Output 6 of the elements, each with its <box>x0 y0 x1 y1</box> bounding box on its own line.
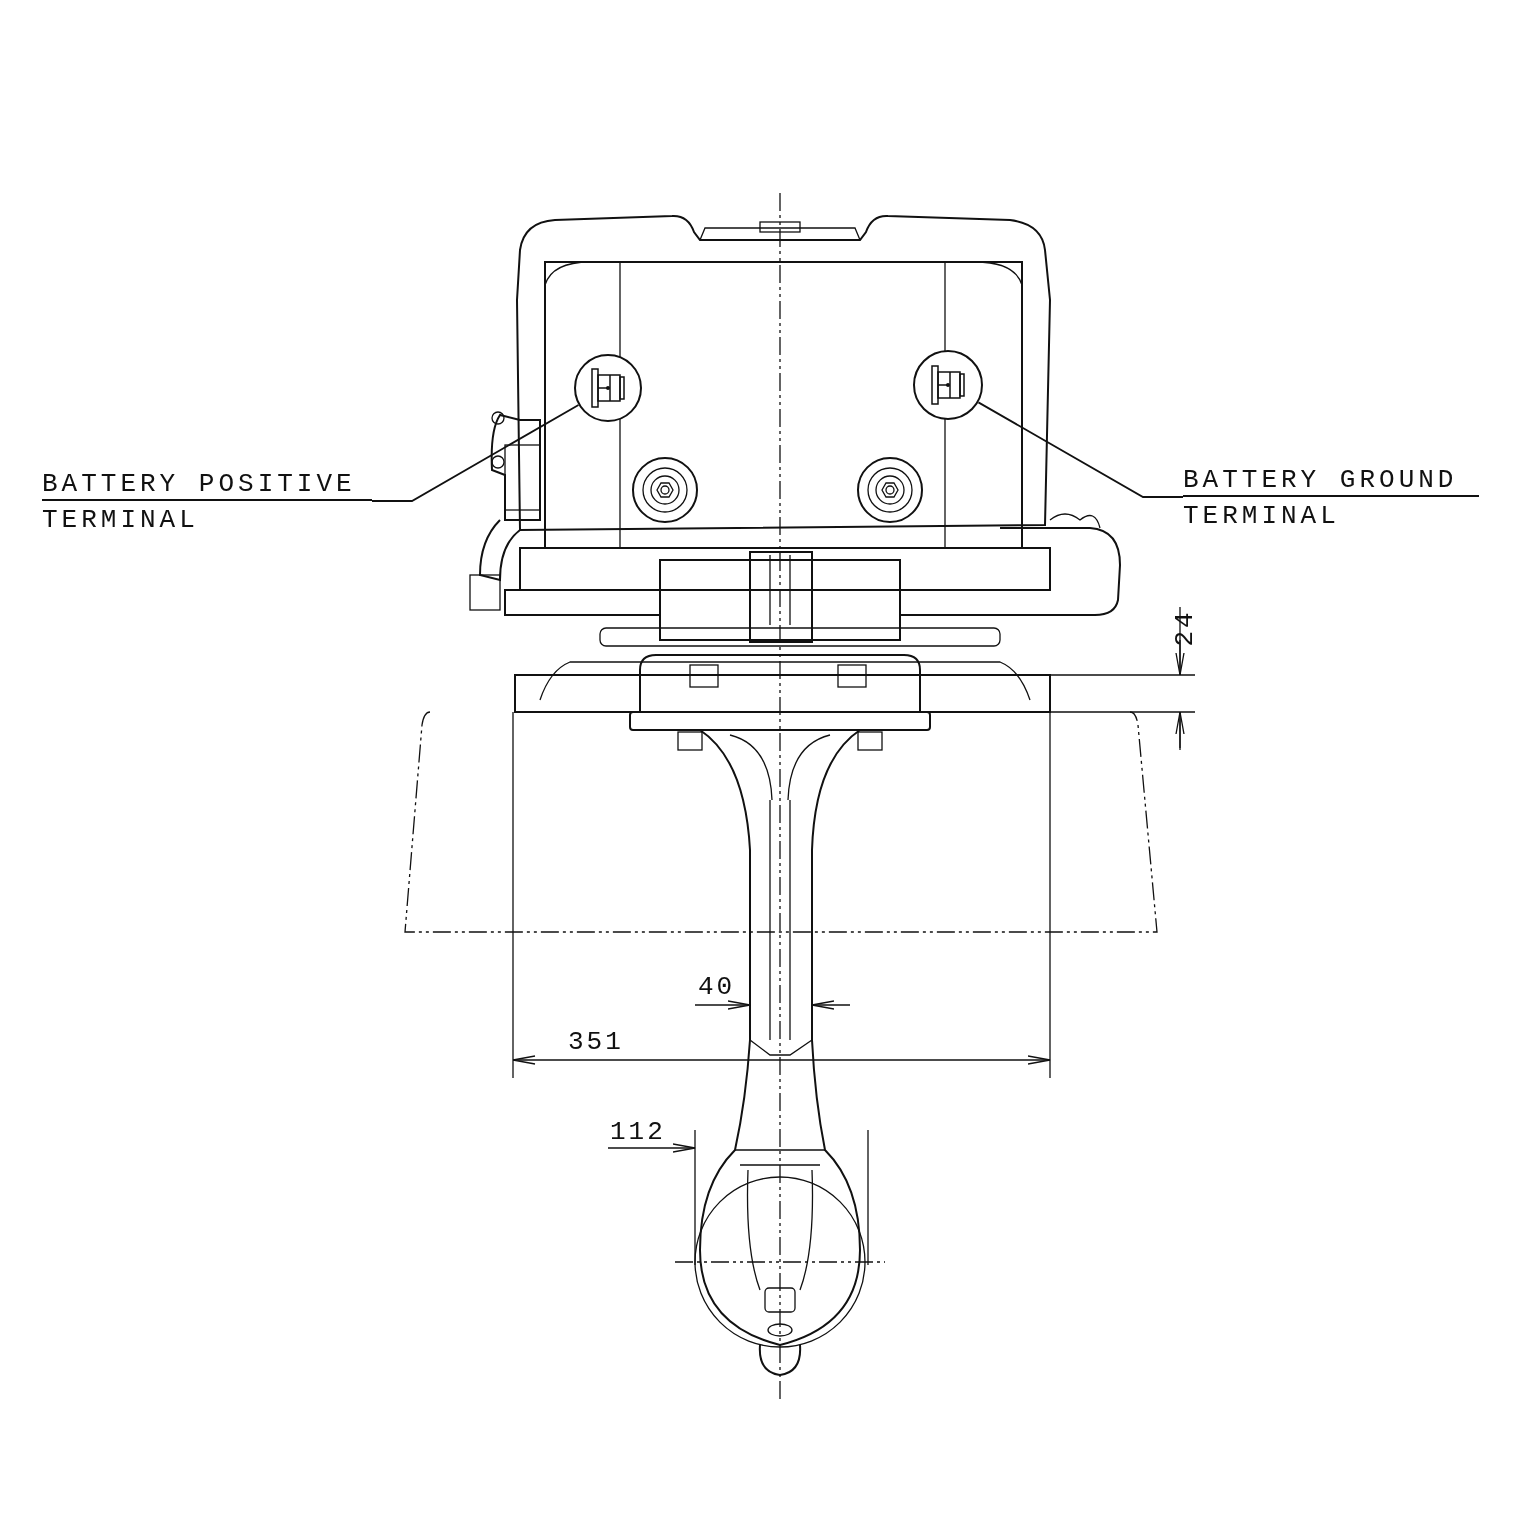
leader-line <box>977 401 1184 498</box>
dimension-value: 351 <box>568 1028 624 1056</box>
leader-line <box>371 404 580 502</box>
dimension-value: 40 <box>698 973 736 1001</box>
dimension-value: 112 <box>610 1118 666 1146</box>
dimension-value: 24 <box>1170 609 1199 647</box>
